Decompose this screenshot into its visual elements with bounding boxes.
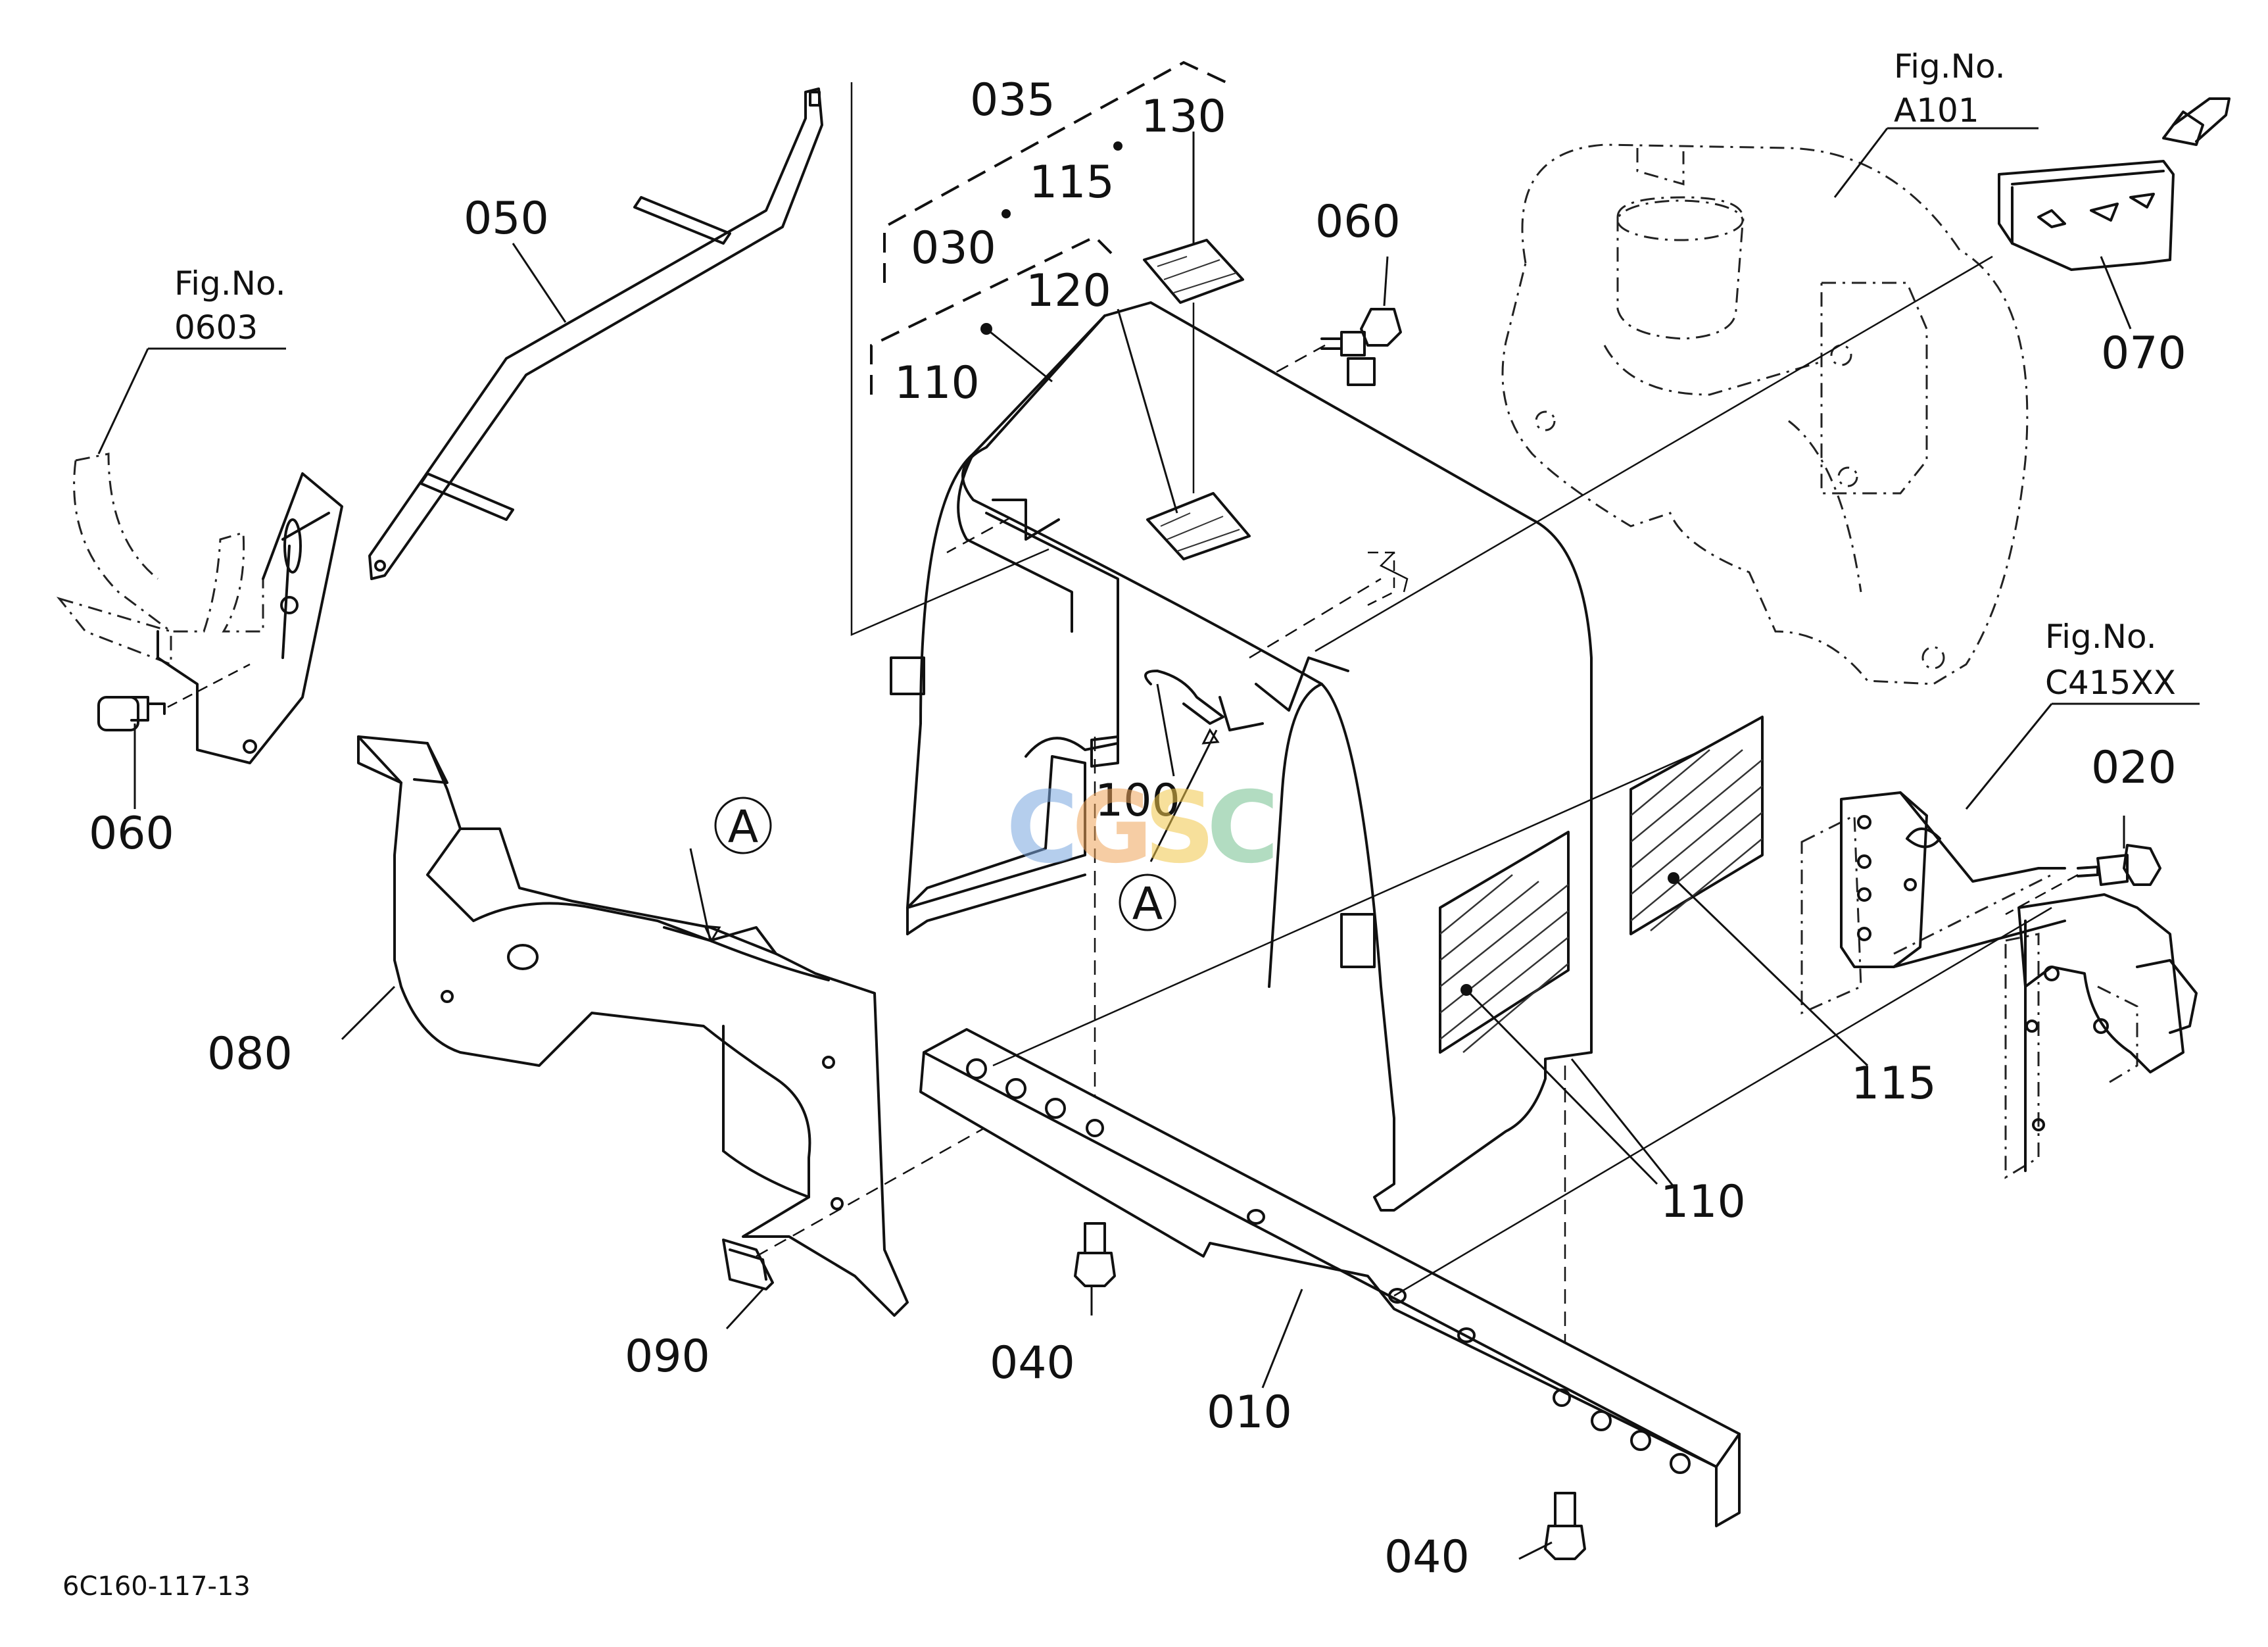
part-060-bolt-left xyxy=(97,663,251,731)
watermark: C G S C xyxy=(1006,771,1279,885)
watermark-letter: C xyxy=(1006,771,1078,885)
part-label-110-kit: 110 xyxy=(894,357,980,409)
callout-a-left: A xyxy=(728,801,759,853)
assembly-line xyxy=(850,82,1050,636)
part-label-060-left: 060 xyxy=(89,808,174,860)
part-label-060-right: 060 xyxy=(1315,196,1401,248)
sheet-code: 6C160-117-13 xyxy=(62,1571,251,1602)
part-label-030: 030 xyxy=(911,222,996,274)
fig-ref-title-a101: Fig.No. xyxy=(1894,47,2006,86)
part-label-070: 070 xyxy=(2101,328,2186,380)
part-label-115-screen: 115 xyxy=(1851,1058,1937,1110)
part-label-110-grille: 110 xyxy=(1660,1176,1746,1228)
left-mounting-bracket xyxy=(157,472,343,764)
part-010-front-beam xyxy=(919,749,2052,1527)
callout-circle-a-right xyxy=(1119,873,1176,931)
fig-ref-title-0603: Fig.No. xyxy=(174,264,286,303)
watermark-letter: S xyxy=(1144,771,1215,885)
part-label-035: 035 xyxy=(970,74,1055,126)
part-050-rod xyxy=(368,87,823,580)
part-020-bolt xyxy=(2005,844,2161,916)
part-label-100: 100 xyxy=(1095,775,1180,827)
fig-ref-number-c415xx: C415XX xyxy=(2045,664,2176,702)
fig-ref-number-a101: A101 xyxy=(1894,91,1979,130)
part-100-clip xyxy=(1144,670,1224,725)
part-110-front-grille xyxy=(890,239,1993,1394)
separator-dot xyxy=(1001,209,1011,218)
part-040-bolt-upper xyxy=(1074,1222,1116,1287)
fig-ref-number-0603: 0603 xyxy=(174,308,258,347)
watermark-letter: C xyxy=(1207,771,1279,885)
fig-0603-reference-part xyxy=(56,453,264,666)
part-label-050: 050 xyxy=(464,193,549,245)
part-label-040-lower: 040 xyxy=(1384,1531,1470,1583)
part-label-090: 090 xyxy=(625,1331,710,1383)
part-label-080: 080 xyxy=(207,1028,293,1080)
part-label-020: 020 xyxy=(2091,742,2177,794)
fig-c415xx-reference-part xyxy=(1800,791,2198,1179)
callout-circle-a-left xyxy=(714,797,772,854)
part-label-130: 130 xyxy=(1141,91,1226,143)
part-label-120: 120 xyxy=(1026,265,1111,317)
watermark-letter: G xyxy=(1072,771,1153,885)
fig-ref-title-c415xx: Fig.No. xyxy=(2045,618,2157,656)
part-040-bolt-lower xyxy=(1544,1492,1586,1560)
part-080-side-cover xyxy=(357,735,909,1317)
part-label-040-upper: 040 xyxy=(990,1337,1075,1389)
part-label-010: 010 xyxy=(1207,1387,1292,1438)
fig-a101-reference-tank xyxy=(1501,143,2029,685)
part-070-bracket xyxy=(1998,97,2231,271)
part-label-115-kit: 115 xyxy=(1029,157,1115,209)
kit-group-035 xyxy=(883,61,1234,283)
kit-group-030 xyxy=(870,235,1113,395)
callout-a-right: A xyxy=(1132,878,1163,930)
separator-dot xyxy=(1113,141,1122,151)
leader-lines xyxy=(133,132,2132,1560)
leader-line xyxy=(986,328,1053,383)
fig-ref-leaders xyxy=(97,127,2200,810)
